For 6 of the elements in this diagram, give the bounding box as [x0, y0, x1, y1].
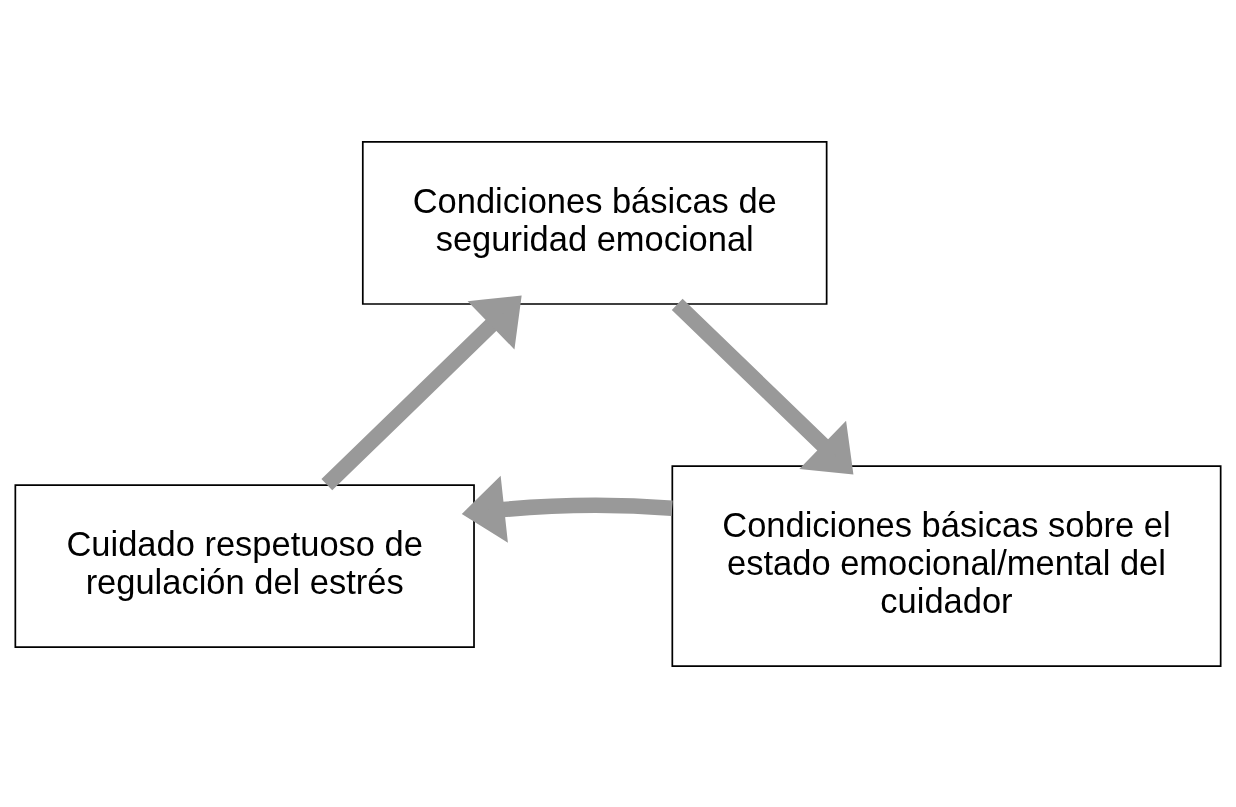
node-box: Condiciones básicas sobre el estado emocional/mental del cuidador: [671, 464, 1222, 667]
arrow: [321, 295, 522, 490]
node-box: Cuidado respetuoso de regulación del estrés: [14, 483, 475, 648]
arrow: [461, 475, 673, 543]
node-box: Condiciones básicas de seguridad emocional: [361, 140, 828, 305]
arrow: [671, 298, 854, 474]
